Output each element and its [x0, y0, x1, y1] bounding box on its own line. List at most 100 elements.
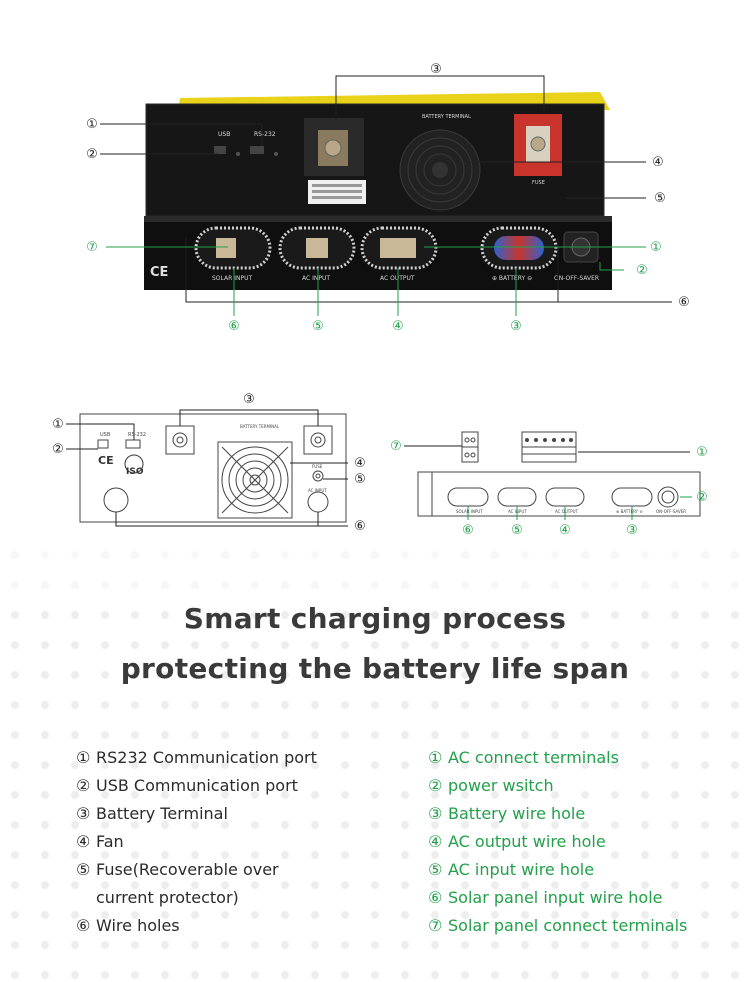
photo-wire-hole-ac-output: [360, 226, 438, 270]
photo-fuse-label: FUSE: [532, 180, 545, 186]
rear-drawing-callout-3: ③: [243, 392, 255, 407]
photo-callout-3: ③: [430, 62, 442, 77]
drawing-usb-label: USB: [100, 432, 111, 438]
rear-drawing-callout-2: ②: [52, 442, 64, 457]
bottom-panel-drawing: [417, 431, 701, 517]
drawing-battery-terminal-label: BATTERY TERMINAL: [240, 424, 280, 429]
legend-item: ④ AC output wire hole: [428, 828, 687, 856]
legend-number: ③: [76, 804, 91, 823]
photo-ce-mark: CE: [150, 265, 168, 280]
inverter-photo: USB RS-232 BATTERY TERMINAL FUSE: [144, 92, 612, 290]
drawing-iso-ring: [124, 454, 144, 474]
legend-item: ⑥ Wire holes: [76, 912, 317, 940]
rear-panel-drawing: [79, 413, 347, 523]
legend-number: ⑤: [428, 860, 443, 879]
legend-text: AC input wire hole: [448, 860, 595, 879]
legend-text: Solar panel input wire hole: [448, 888, 663, 907]
photo-ac-output-label: AC OUTPUT: [380, 275, 415, 282]
bottom-drawing-callout-2: ②: [696, 490, 708, 505]
photo-wire-hole-battery: [480, 226, 558, 270]
bottom-drawing-callout-3: ③: [626, 523, 638, 538]
legend-text: RS232 Communication port: [96, 748, 317, 767]
drawing-ac-input-label-2: AC INPUT: [508, 509, 527, 514]
legend-text: Battery wire hole: [448, 804, 586, 823]
legend-number: ④: [428, 832, 443, 851]
photo-callout-2: ②: [86, 147, 98, 162]
bottom-drawing-callout-6: ⑥: [462, 523, 474, 538]
dot-pattern-background: [0, 540, 750, 982]
legend-text: Fuse(Recoverable over: [96, 860, 279, 879]
legend-number: ⑦: [428, 916, 443, 935]
legend-number: ②: [428, 776, 443, 795]
bottom-drawing-callout-5: ⑤: [511, 523, 523, 538]
headline-line-2: protecting the battery life span: [120, 652, 630, 685]
drawing-iso-mark: ISO: [126, 467, 144, 477]
legend-number: ①: [76, 748, 91, 767]
legend-rear-panel: ① RS232 Communication port ② USB Communica…: [76, 744, 317, 940]
drawing-on-off-saver-label: ON-OFF-SAVER: [656, 509, 686, 514]
legend-number: ⑥: [76, 916, 91, 935]
photo-wire-hole-ac-input: [278, 226, 356, 270]
rear-drawing-callout-1: ①: [52, 417, 64, 432]
legend-text-continued: current protector): [96, 888, 239, 907]
photo-callout-4: ④: [652, 155, 664, 170]
legend-item: ⑦ Solar panel connect terminals: [428, 912, 687, 940]
legend-text: AC output wire hole: [448, 832, 606, 851]
photo-callout-1: ①: [86, 117, 98, 132]
legend-number: ④: [76, 832, 91, 851]
terminal-block-dots: [525, 438, 573, 442]
photo-callout-6-green: ⑥: [228, 319, 240, 334]
legend-number: ③: [428, 804, 443, 823]
photo-battery-label: ⊕ BATTERY ⊖: [492, 275, 532, 282]
photo-battery-terminal-label: BATTERY TERMINAL: [422, 114, 471, 120]
legend-text: Battery Terminal: [96, 804, 228, 823]
rear-drawing-callout-lines: [66, 409, 348, 527]
legend-text: Fan: [96, 832, 124, 851]
photo-callout-5-green: ⑤: [312, 319, 324, 334]
drawing-ce-mark: CE: [98, 454, 114, 467]
bottom-drawing-callout-1: ①: [696, 445, 708, 460]
photo-callout-7-green: ⑦: [86, 240, 98, 255]
photo-callout-2-green: ②: [636, 263, 648, 278]
legend-text: AC connect terminals: [448, 748, 619, 767]
legend-item: ③ Battery Terminal: [76, 800, 317, 828]
drawing-ac-input-label: AC INPUT: [308, 488, 327, 493]
legend-item: ④ Fan: [76, 828, 317, 856]
headline-line-1: Smart charging process: [183, 602, 567, 635]
bottom-drawing-callout-7: ⑦: [390, 439, 402, 454]
bottom-drawing-callout-lines-green: [467, 496, 692, 520]
photo-callout-6: ⑥: [678, 295, 690, 310]
rear-drawing-callout-4: ④: [354, 456, 366, 471]
photo-on-off-saver-label: ON-OFF-SAVER: [554, 275, 599, 282]
legend-text: Solar panel connect terminals: [448, 916, 688, 935]
legend-text: Wire holes: [96, 916, 180, 935]
legend-item: ② USB Communication port: [76, 772, 317, 800]
bottom-drawing-callout-4: ④: [559, 523, 571, 538]
rear-drawing-callout-5: ⑤: [354, 472, 366, 487]
photo-wire-hole-solar: [194, 226, 272, 270]
legend-item: ② power wsitch: [428, 772, 687, 800]
drawing-rs232-label: RS-232: [128, 432, 146, 438]
legend-text: power wsitch: [448, 776, 554, 795]
photo-callout-lines-green: [106, 246, 646, 316]
legend-number: ②: [76, 776, 91, 795]
photo-callout-3-green: ③: [510, 319, 522, 334]
drawing-solar-input-label: SOLAR INPUT: [456, 509, 483, 514]
legend-number: ⑤: [76, 860, 91, 879]
drawing-battery-label: ⊕ BATTERY ⊖: [616, 509, 643, 514]
rear-drawing-callout-6: ⑥: [354, 519, 366, 534]
photo-callout-5: ⑤: [654, 191, 666, 206]
bottom-drawing-callout-lines: [404, 445, 690, 453]
photo-rs232-label: RS-232: [254, 131, 276, 138]
photo-fan: [399, 129, 481, 211]
legend-text: USB Communication port: [96, 776, 298, 795]
photo-callout-lines: [100, 75, 672, 303]
photo-usb-label: USB: [218, 131, 230, 138]
drawing-ac-output-label: AC OUTPUT: [555, 509, 579, 514]
drawing-fuse-label: FUSE: [312, 464, 323, 469]
legend-item: ⑤ Fuse(Recoverable over current protector): [76, 856, 317, 912]
